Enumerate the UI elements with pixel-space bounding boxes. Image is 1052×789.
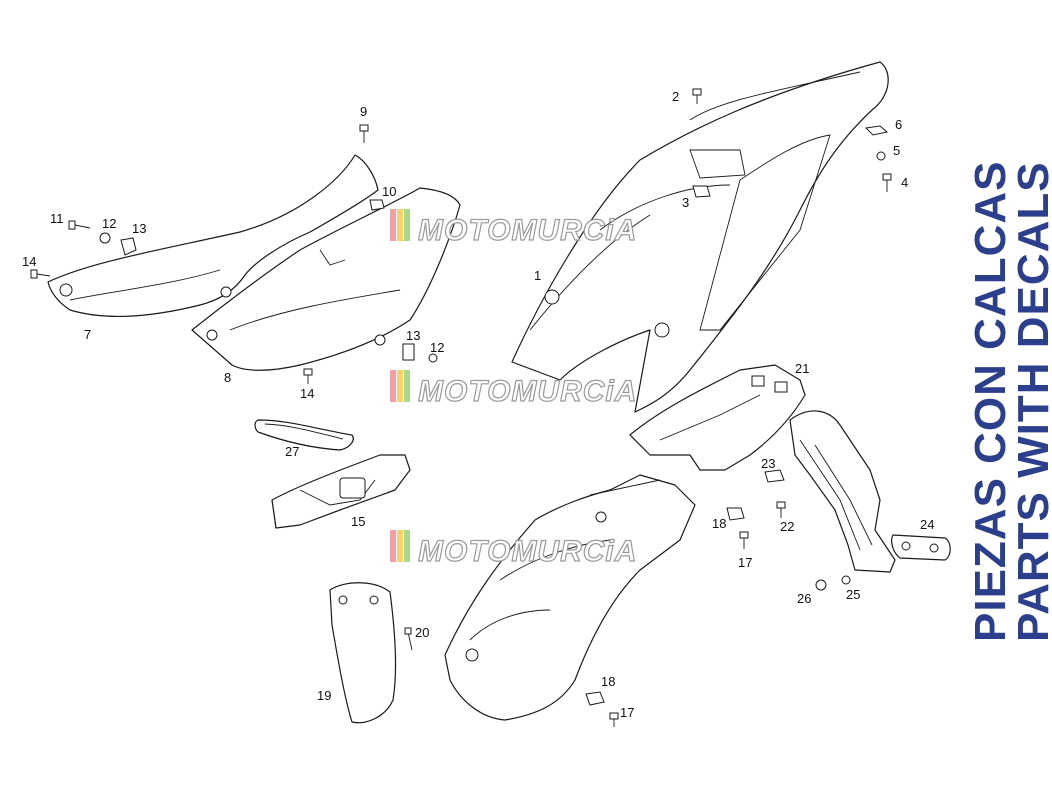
watermark-2: MOTOMURCiA	[390, 370, 637, 409]
callout-3: 3	[682, 195, 689, 210]
callout-12b: 12	[430, 340, 444, 355]
callout-15: 15	[351, 514, 365, 529]
tray-15-part	[271, 454, 411, 529]
side-label-line1: PIEZAS CON CALCAS	[966, 161, 1015, 642]
callout-17: 17	[738, 555, 752, 570]
callout-18b: 18	[601, 674, 615, 689]
watermark-text: MOTOMURCiA	[418, 214, 637, 247]
callout-14: 14	[22, 254, 36, 269]
callout-21: 21	[795, 361, 809, 376]
callout-12: 12	[102, 216, 116, 231]
plate-holder-arm-part	[789, 410, 896, 573]
callout-27: 27	[285, 444, 299, 459]
callout-5: 5	[893, 143, 900, 158]
callout-4: 4	[901, 175, 908, 190]
callout-10: 10	[382, 184, 396, 199]
callout-9: 9	[360, 104, 367, 119]
callout-13b: 13	[406, 328, 420, 343]
callout-7: 7	[84, 327, 91, 342]
watermark-text: MOTOMURCiA	[418, 375, 637, 408]
callout-2: 2	[672, 89, 679, 104]
callout-8: 8	[224, 370, 231, 385]
callout-19: 19	[317, 688, 331, 703]
side-label-line2: PARTS WITH DECALS	[1009, 161, 1052, 642]
side-panel-7-part	[47, 154, 379, 317]
callout-6: 6	[895, 117, 902, 132]
bracket-21-part	[629, 364, 806, 471]
callout-13: 13	[132, 221, 146, 236]
callout-23: 23	[761, 456, 775, 471]
rear-mudguard-part	[444, 474, 696, 721]
callout-25: 25	[846, 587, 860, 602]
watermark-1: MOTOMURCiA	[390, 209, 637, 248]
callout-17b: 17	[620, 705, 634, 720]
seal-27-part	[254, 419, 354, 451]
callout-labels: 1 2 3 4 5 6 7 8 9 10 11 12 13 14 13 12 1…	[22, 89, 934, 720]
callout-20: 20	[415, 625, 429, 640]
callout-1: 1	[534, 268, 541, 283]
callout-11: 11	[50, 211, 64, 226]
callout-14b: 14	[300, 386, 314, 401]
callout-26: 26	[797, 591, 811, 606]
side-label: PIEZAS CON CALCAS PARTS WITH DECALS	[966, 161, 1052, 642]
front-mudguard-19-part	[329, 582, 397, 724]
callout-24: 24	[920, 517, 934, 532]
watermark-3: MOTOMURCiA	[390, 530, 637, 569]
callout-22: 22	[780, 519, 794, 534]
clamp-plate-24-part	[891, 534, 951, 561]
tail-body-part	[511, 61, 889, 413]
fasteners	[30, 88, 892, 727]
callout-18: 18	[712, 516, 726, 531]
watermark-text: MOTOMURCiA	[418, 535, 637, 568]
